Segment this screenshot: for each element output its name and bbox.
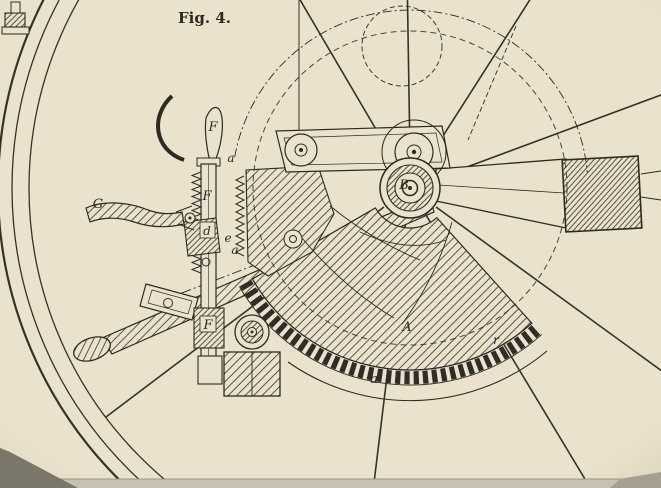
- corner-shadow-right: [610, 472, 661, 488]
- corner-shadow-left: [0, 448, 78, 488]
- page-edges: [0, 448, 661, 488]
- bottom-edge-strip: [0, 479, 661, 488]
